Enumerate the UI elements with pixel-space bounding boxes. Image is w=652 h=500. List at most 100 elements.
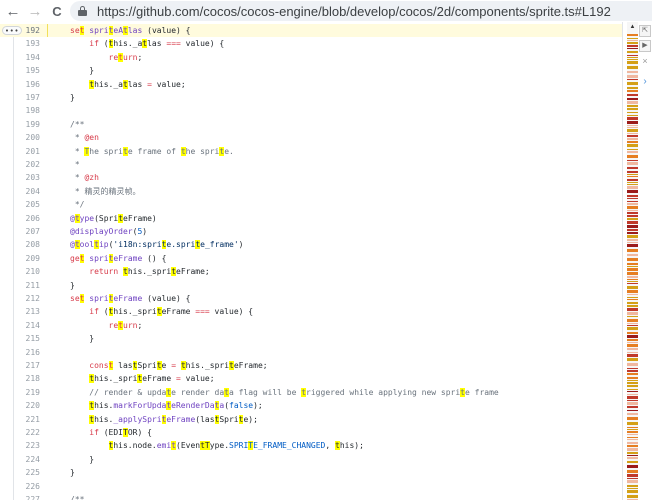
line-number[interactable]: 211 <box>25 280 40 290</box>
expand-panel-button[interactable]: › <box>638 76 652 87</box>
code-line: 215 } <box>0 332 622 345</box>
url-text[interactable]: https://github.com/cocos/cocos-engine/bl… <box>97 3 611 19</box>
line-code: // render & update render data flag will… <box>89 387 499 397</box>
minimap-marker <box>627 90 638 92</box>
line-code: * @zh <box>70 173 99 183</box>
minimap-marker <box>627 112 638 113</box>
minimap-marker <box>627 174 638 175</box>
line-number[interactable]: 222 <box>25 428 40 437</box>
minimap-marker <box>627 352 638 353</box>
reload-icon: C <box>52 3 62 19</box>
cursor-tool-button[interactable]: ⇱ <box>639 25 651 37</box>
line-number[interactable]: 199 <box>25 119 40 129</box>
line-number[interactable]: 197 <box>25 93 40 102</box>
minimap-marker <box>627 272 638 275</box>
line-number[interactable]: 223 <box>25 441 40 451</box>
minimap-marker <box>627 59 638 60</box>
minimap-marker <box>627 55 638 56</box>
line-number[interactable]: 200 <box>25 133 40 143</box>
minimap-marker <box>627 249 638 252</box>
forward-button[interactable]: → <box>24 0 46 22</box>
line-code: this._atlas = value; <box>89 79 186 89</box>
minimap-marker <box>627 258 638 261</box>
line-number[interactable]: 220 <box>25 401 40 411</box>
line-number[interactable]: 213 <box>25 307 40 317</box>
address-bar[interactable]: https://github.com/cocos/cocos-engine/bl… <box>70 1 652 21</box>
line-number[interactable]: 209 <box>25 253 40 263</box>
line-number[interactable]: 219 <box>25 387 40 397</box>
line-number[interactable]: 221 <box>25 414 40 424</box>
cursor-icon: ⇱ <box>642 27 648 34</box>
line-number[interactable]: 225 <box>25 468 40 478</box>
minimap-marker <box>627 312 638 315</box>
line-number[interactable]: 217 <box>25 361 40 370</box>
back-button[interactable]: ← <box>2 0 24 22</box>
code-line: 208 @tooltip('i18n:sprite.sprite_frame') <box>0 238 622 251</box>
line-number[interactable]: 216 <box>25 347 40 357</box>
minimap-marker <box>627 480 638 483</box>
minimap-marker <box>627 57 638 58</box>
code-line: 227/** <box>0 493 622 500</box>
line-number[interactable]: 195 <box>25 66 40 76</box>
line-number[interactable]: 206 <box>25 213 40 223</box>
line-number[interactable]: 208 <box>25 240 40 250</box>
line-code: this._applySpriteFrame(lastSprite); <box>89 414 258 424</box>
code-line: 207@displayOrder(5) <box>0 225 622 238</box>
line-options-button[interactable]: ••• <box>2 26 22 35</box>
minimap-marker <box>627 276 638 278</box>
gutter-divider <box>13 32 14 500</box>
line-number[interactable]: 212 <box>25 294 40 303</box>
line-number[interactable]: 215 <box>25 334 40 344</box>
minimap-marker <box>627 98 638 100</box>
line-code: this.node.emit(EventType.SPRITE_FRAME_CH… <box>108 441 364 451</box>
minimap-marker <box>627 394 638 395</box>
line-number[interactable]: 226 <box>25 481 40 491</box>
code-line: 196 this._atlas = value; <box>0 78 622 91</box>
scroll-up-icon[interactable]: ▲ <box>629 24 636 30</box>
line-number[interactable]: 198 <box>25 106 40 116</box>
minimap-scrollbar[interactable]: ▲ <box>627 22 638 500</box>
line-number[interactable]: 218 <box>25 374 40 384</box>
play-button[interactable]: ▶ <box>639 40 651 52</box>
close-icon: × <box>642 56 648 66</box>
line-number[interactable]: 205 <box>25 200 40 210</box>
minimap-marker <box>627 427 638 428</box>
minimap-marker <box>627 117 638 120</box>
minimap-marker <box>627 87 638 89</box>
code-line: 211} <box>0 279 622 292</box>
minimap-marker <box>627 413 638 415</box>
line-code: } <box>70 334 95 344</box>
line-number[interactable]: 196 <box>25 79 40 89</box>
close-button[interactable]: × <box>638 56 652 66</box>
line-number[interactable]: 201 <box>25 146 40 156</box>
minimap-marker <box>627 402 638 405</box>
line-number[interactable]: 224 <box>25 454 40 464</box>
minimap-marker <box>627 127 638 128</box>
line-number[interactable]: 210 <box>25 267 40 277</box>
minimap-marker <box>627 400 638 401</box>
code-line: 218 this._spriteFrame = value; <box>0 372 622 385</box>
line-code: @tooltip('i18n:sprite.sprite_frame') <box>70 240 244 250</box>
line-number[interactable]: 193 <box>25 39 40 49</box>
minimap-marker <box>627 363 638 366</box>
minimap-marker <box>627 377 638 379</box>
code-line: 193 if (this._atlas === value) { <box>0 37 622 50</box>
line-number[interactable]: 203 <box>25 173 40 183</box>
line-number[interactable]: 192 <box>25 26 40 35</box>
minimap-marker <box>627 342 638 343</box>
line-code: */ <box>70 200 85 210</box>
line-number[interactable]: 227 <box>25 495 40 500</box>
minimap-marker <box>627 121 638 124</box>
reload-button[interactable]: C <box>46 0 68 22</box>
back-arrow-icon: ← <box>5 2 21 20</box>
line-number[interactable]: 207 <box>25 227 40 236</box>
line-number[interactable]: 204 <box>25 186 40 196</box>
minimap-marker <box>627 344 638 347</box>
minimap-marker <box>627 71 638 73</box>
line-number[interactable]: 214 <box>25 320 40 330</box>
code-line: 199/** <box>0 118 622 131</box>
line-number[interactable]: 194 <box>25 52 40 62</box>
line-number[interactable]: 202 <box>25 160 40 169</box>
minimap-marker <box>627 490 638 493</box>
